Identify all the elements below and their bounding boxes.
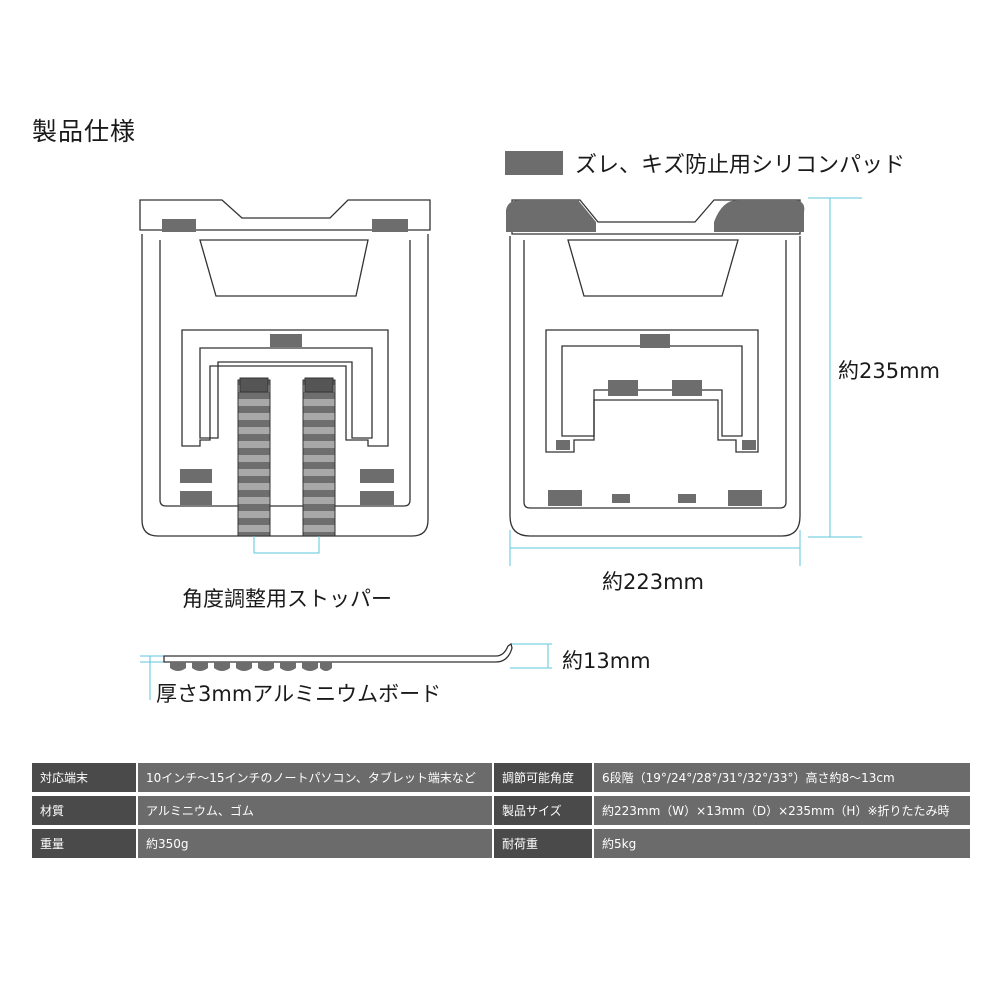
spec-value: 10インチ〜15インチのノートパソコン、タブレット端末など: [138, 763, 494, 792]
board-label: 厚さ3mmアルミニウムボード: [156, 682, 442, 706]
dimension-lines: [140, 197, 862, 700]
product-diagram: [139, 197, 862, 700]
height-dimension-label: 約235mm: [838, 359, 940, 383]
spec-value: 約5kg: [594, 829, 970, 858]
thickness-dimension-label: 約13mm: [562, 649, 651, 673]
spec-key: 材質: [32, 796, 138, 825]
spec-key: 調節可能角度: [494, 763, 594, 792]
front-view-pads: [506, 200, 805, 506]
page-title: 製品仕様: [32, 117, 137, 146]
spec-key: 対応端末: [32, 763, 138, 792]
spec-key: 重量: [32, 829, 138, 858]
spec-row: 対応端末 10インチ〜15インチのノートパソコン、タブレット端末など 調節可能角…: [32, 763, 970, 792]
side-view-board: [163, 642, 513, 671]
spec-row: 重量 約350g 耐荷重 約5kg: [32, 829, 970, 858]
spec-value: 約350g: [138, 829, 494, 858]
spec-value: 6段階（19°/24°/28°/31°/32°/33°）高さ約8〜13cm: [594, 763, 970, 792]
stopper-callout: [253, 536, 320, 554]
stopper-right: [302, 379, 336, 537]
angle-stoppers: [237, 377, 336, 537]
silicone-pad-swatch: [505, 151, 563, 175]
back-view-pads: [162, 219, 408, 505]
front-view-drawing: [509, 199, 801, 537]
back-view-drawing: [139, 199, 431, 537]
spec-table: 対応端末 10インチ〜15インチのノートパソコン、タブレット端末など 調節可能角…: [32, 759, 970, 862]
stopper-left: [237, 379, 271, 537]
legend: ズレ、キズ防止用シリコンパッド: [505, 147, 905, 179]
legend-label: ズレ、キズ防止用シリコンパッド: [575, 153, 906, 178]
width-dimension-label: 約223mm: [602, 570, 704, 594]
spec-key: 製品サイズ: [494, 796, 594, 825]
spec-value: 約223mm（W）×13mm（D）×235mm（H）※折りたたみ時: [594, 796, 970, 825]
stopper-label: 角度調整用ストッパー: [182, 587, 392, 611]
spec-row: 材質 アルミニウム、ゴム 製品サイズ 約223mm（W）×13mm（D）×235…: [32, 796, 970, 825]
spec-key: 耐荷重: [494, 829, 594, 858]
spec-value: アルミニウム、ゴム: [138, 796, 494, 825]
